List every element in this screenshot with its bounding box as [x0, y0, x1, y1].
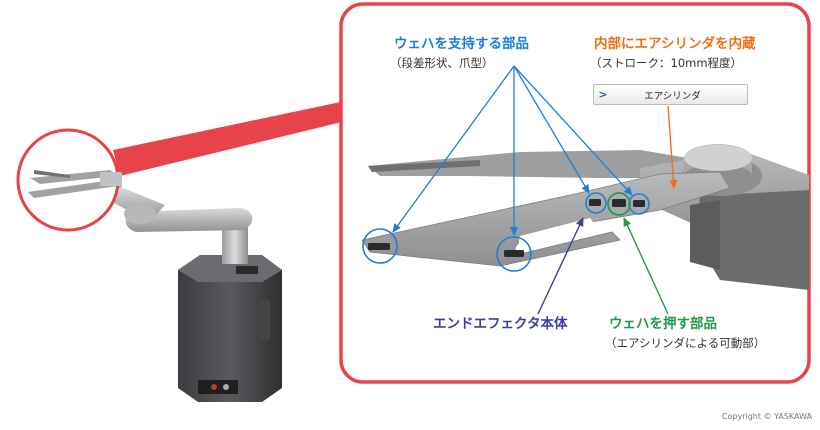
support-pad-2-highlight — [628, 193, 650, 215]
air-cylinder-button-label: エアシリンダ — [644, 90, 701, 102]
label-end-effector: エンドエフェクタ本体 — [433, 316, 568, 332]
label-air-cylinder: 内部にエアシリンダを内蔵 — [594, 36, 756, 52]
support-tip-left-highlight — [362, 228, 398, 264]
small-end-effector — [28, 170, 122, 198]
zoom-connector — [113, 100, 350, 176]
label-wafer-push: ウェハを押す部品 — [609, 316, 717, 332]
robot-illustration — [98, 176, 282, 402]
chevron-right-icon: > — [598, 88, 608, 101]
copyright-text: Copyright © YASKAWA — [721, 412, 812, 421]
support-tip-center-highlight — [496, 236, 532, 272]
support-pad-1-highlight — [585, 192, 607, 214]
support-arrows — [392, 65, 633, 236]
label-air-cylinder-sub: （ストローク：10mm程度） — [590, 56, 743, 70]
air-cylinder-button[interactable]: > エアシリンダ — [593, 84, 748, 105]
air-cylinder-arrow — [667, 105, 678, 189]
push-part-arrow — [623, 217, 669, 315]
zoomed-end-effector — [361, 144, 809, 290]
label-wafer-support-sub: （段差形状、爪型） — [390, 56, 494, 70]
label-wafer-support: ウェハを支持する部品 — [394, 36, 529, 52]
label-wafer-push-sub: （エアシリンダによる可動部） — [605, 336, 766, 350]
end-effector-arrow — [537, 217, 584, 315]
push-part-highlight — [607, 192, 631, 216]
